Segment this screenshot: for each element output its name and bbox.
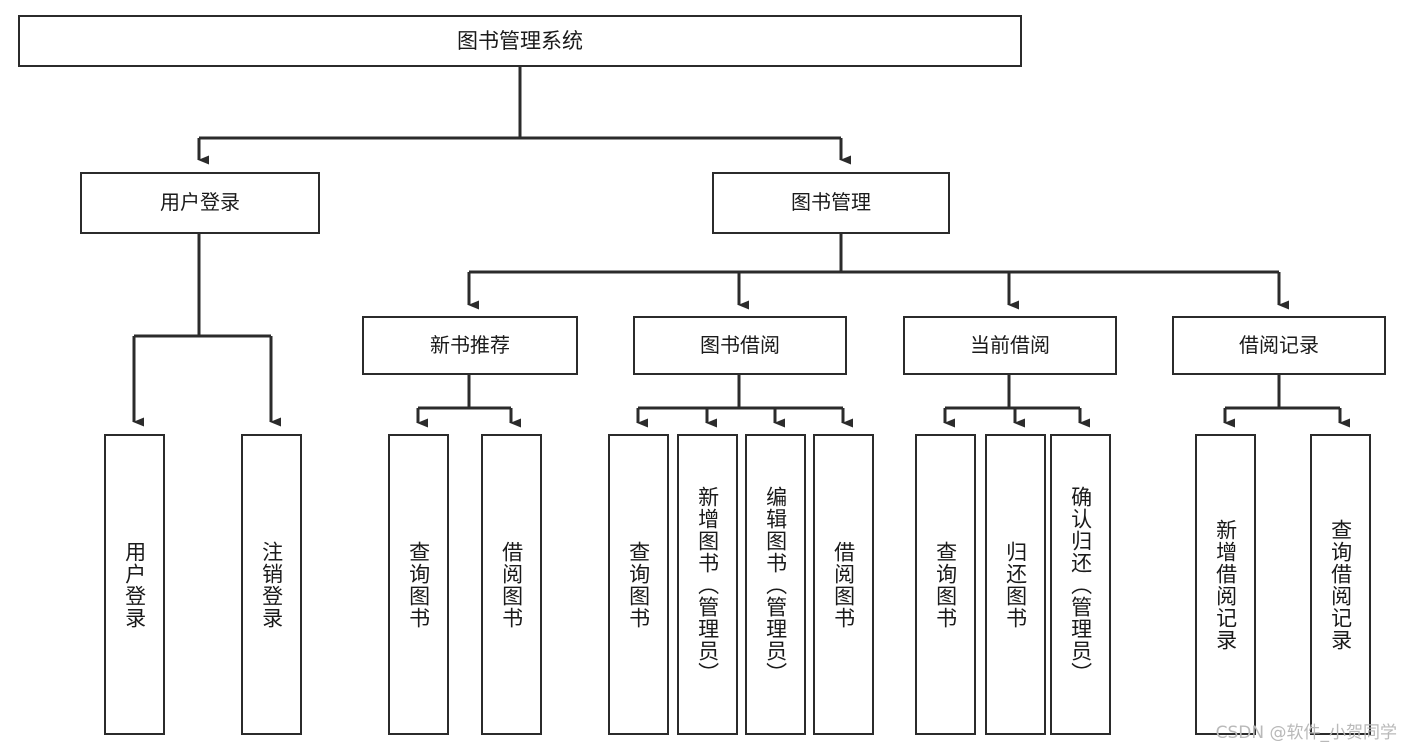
- leaf-user-login-label: 用户登录: [122, 540, 147, 629]
- node-root[interactable]: 图书管理系统: [18, 15, 1022, 67]
- leaf-current-query-books-label: 查询图书: [933, 540, 958, 629]
- leaf-logout-label: 注销登录: [259, 540, 284, 629]
- leaf-borrow-edit-book-admin-label: 编辑图书（管理员）: [763, 485, 788, 684]
- node-root-label: 图书管理系统: [457, 28, 583, 53]
- leaf-logout[interactable]: 注销登录: [241, 434, 302, 735]
- node-user-login[interactable]: 用户登录: [80, 172, 320, 234]
- leaf-current-return-books[interactable]: 归还图书: [985, 434, 1046, 735]
- leaf-borrow-query-books[interactable]: 查询图书: [608, 434, 669, 735]
- leaf-user-login[interactable]: 用户登录: [104, 434, 165, 735]
- leaf-current-confirm-return-admin-label: 确认归还（管理员）: [1068, 485, 1093, 684]
- leaf-newbook-query-books-label: 查询图书: [406, 540, 431, 629]
- node-borrow-record[interactable]: 借阅记录: [1172, 316, 1386, 375]
- node-borrow-record-label: 借阅记录: [1239, 332, 1319, 357]
- node-new-book-recommend-label: 新书推荐: [430, 332, 510, 357]
- node-new-book-recommend[interactable]: 新书推荐: [362, 316, 578, 375]
- node-user-login-label: 用户登录: [160, 190, 240, 215]
- node-current-borrow[interactable]: 当前借阅: [903, 316, 1117, 375]
- node-book-borrow-label: 图书借阅: [700, 332, 780, 357]
- leaf-newbook-borrow-books-label: 借阅图书: [499, 540, 524, 629]
- leaf-borrow-borrow-books-label: 借阅图书: [831, 540, 856, 629]
- leaf-record-add-record-label: 新增借阅记录: [1213, 518, 1238, 651]
- leaf-borrow-query-books-label: 查询图书: [626, 540, 651, 629]
- node-current-borrow-label: 当前借阅: [970, 332, 1050, 357]
- node-book-management-label: 图书管理: [791, 190, 871, 215]
- leaf-borrow-borrow-books[interactable]: 借阅图书: [813, 434, 874, 735]
- leaf-borrow-add-book-admin-label: 新增图书（管理员）: [695, 485, 720, 684]
- node-book-management[interactable]: 图书管理: [712, 172, 950, 234]
- leaf-current-query-books[interactable]: 查询图书: [915, 434, 976, 735]
- node-book-borrow[interactable]: 图书借阅: [633, 316, 847, 375]
- leaf-record-add-record[interactable]: 新增借阅记录: [1195, 434, 1256, 735]
- leaf-newbook-borrow-books[interactable]: 借阅图书: [481, 434, 542, 735]
- leaf-newbook-query-books[interactable]: 查询图书: [388, 434, 449, 735]
- leaf-current-return-books-label: 归还图书: [1003, 540, 1028, 629]
- leaf-current-confirm-return-admin[interactable]: 确认归还（管理员）: [1050, 434, 1111, 735]
- leaf-borrow-edit-book-admin[interactable]: 编辑图书（管理员）: [745, 434, 806, 735]
- leaf-record-query-record-label: 查询借阅记录: [1328, 518, 1353, 651]
- leaf-record-query-record[interactable]: 查询借阅记录: [1310, 434, 1371, 735]
- leaf-borrow-add-book-admin[interactable]: 新增图书（管理员）: [677, 434, 738, 735]
